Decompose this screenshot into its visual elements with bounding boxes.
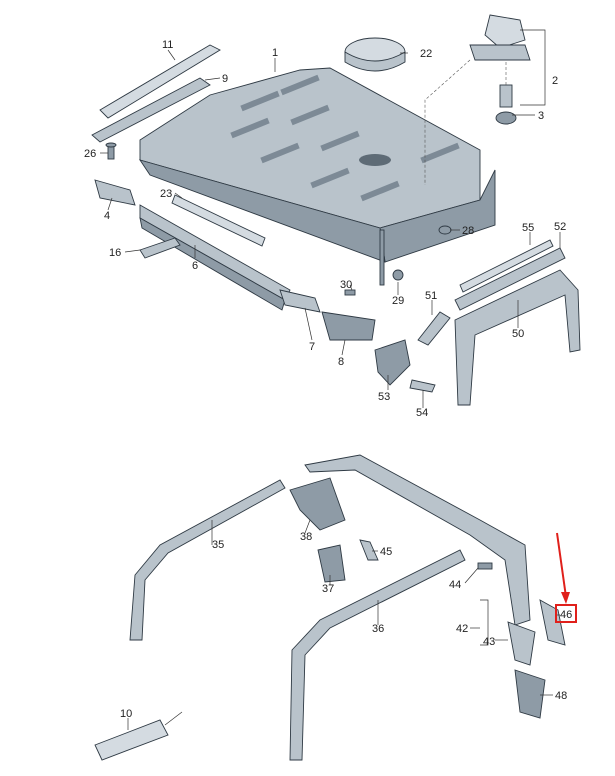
leader-lines — [100, 29, 561, 730]
callout-labels: 1 2 3 4 6 7 8 9 10 11 16 22 23 26 28 29 … — [84, 39, 572, 720]
callout-29: 29 — [392, 295, 404, 307]
clip-28 — [438, 225, 452, 235]
roof-cap — [344, 37, 406, 72]
trim-strip-11 — [99, 44, 221, 119]
roof-panel — [138, 67, 496, 263]
callout-7: 7 — [309, 341, 315, 353]
callout-37: 37 — [322, 583, 334, 595]
bracket-4 — [94, 179, 136, 206]
pillar-42 — [304, 454, 531, 626]
trim-43 — [507, 621, 536, 666]
screw-26 — [105, 142, 117, 160]
callout-54: 54 — [416, 407, 428, 419]
bracket-37 — [317, 544, 346, 583]
bracket-38 — [289, 477, 346, 531]
callout-30: 30 — [340, 279, 352, 291]
callout-28: 28 — [462, 225, 474, 237]
trim-strip-9 — [91, 77, 211, 143]
callout-3: 3 — [538, 110, 544, 122]
callout-6: 6 — [192, 260, 198, 272]
screw-44 — [477, 562, 493, 570]
callout-22: 22 — [420, 48, 432, 60]
bracket-51 — [417, 311, 451, 346]
callout-45: 45 — [380, 546, 392, 558]
highlight-arrow — [556, 532, 570, 604]
rod-30 — [379, 229, 385, 286]
callout-4: 4 — [104, 210, 110, 222]
callout-8: 8 — [338, 356, 344, 368]
callout-11: 11 — [162, 39, 173, 51]
callout-42: 42 — [456, 623, 468, 635]
frame-36 — [289, 549, 466, 761]
callout-43: 43 — [483, 636, 495, 648]
roof-antenna — [424, 14, 531, 185]
clip-54 — [409, 379, 436, 393]
nut-29 — [392, 269, 404, 281]
callout-51: 51 — [425, 290, 437, 302]
bracket-16 — [139, 237, 181, 259]
highlight-box — [555, 604, 577, 623]
callout-53: 53 — [378, 391, 390, 403]
screw-30 — [344, 289, 356, 296]
strip-55 — [459, 239, 554, 293]
callout-46: 46 — [560, 609, 572, 621]
callout-2: 2 — [552, 75, 558, 87]
callout-38: 38 — [300, 531, 312, 543]
trim-48 — [514, 669, 546, 719]
callout-26: 26 — [84, 148, 96, 160]
trim-46 — [539, 599, 566, 646]
strip-52 — [454, 247, 566, 311]
insert-45 — [359, 539, 379, 561]
callout-9: 9 — [222, 73, 228, 85]
bracket-53 — [374, 339, 411, 386]
callout-10: 10 — [120, 708, 132, 720]
callout-55: 55 — [522, 222, 534, 234]
cartridge-10 — [94, 711, 183, 761]
callout-23: 23 — [160, 188, 172, 200]
callout-36: 36 — [372, 623, 384, 635]
bracket-8 — [321, 311, 376, 341]
callout-52: 52 — [554, 221, 566, 233]
bracket-7 — [279, 289, 321, 313]
frame-35 — [129, 479, 286, 641]
callout-44: 44 — [449, 579, 461, 591]
callout-50: 50 — [512, 328, 524, 340]
wheel-arch-50 — [454, 269, 581, 406]
callout-16: 16 — [109, 247, 121, 259]
callout-48: 48 — [555, 690, 567, 702]
callout-35: 35 — [212, 539, 224, 551]
callout-1: 1 — [272, 47, 278, 59]
rail-23 — [171, 194, 266, 247]
